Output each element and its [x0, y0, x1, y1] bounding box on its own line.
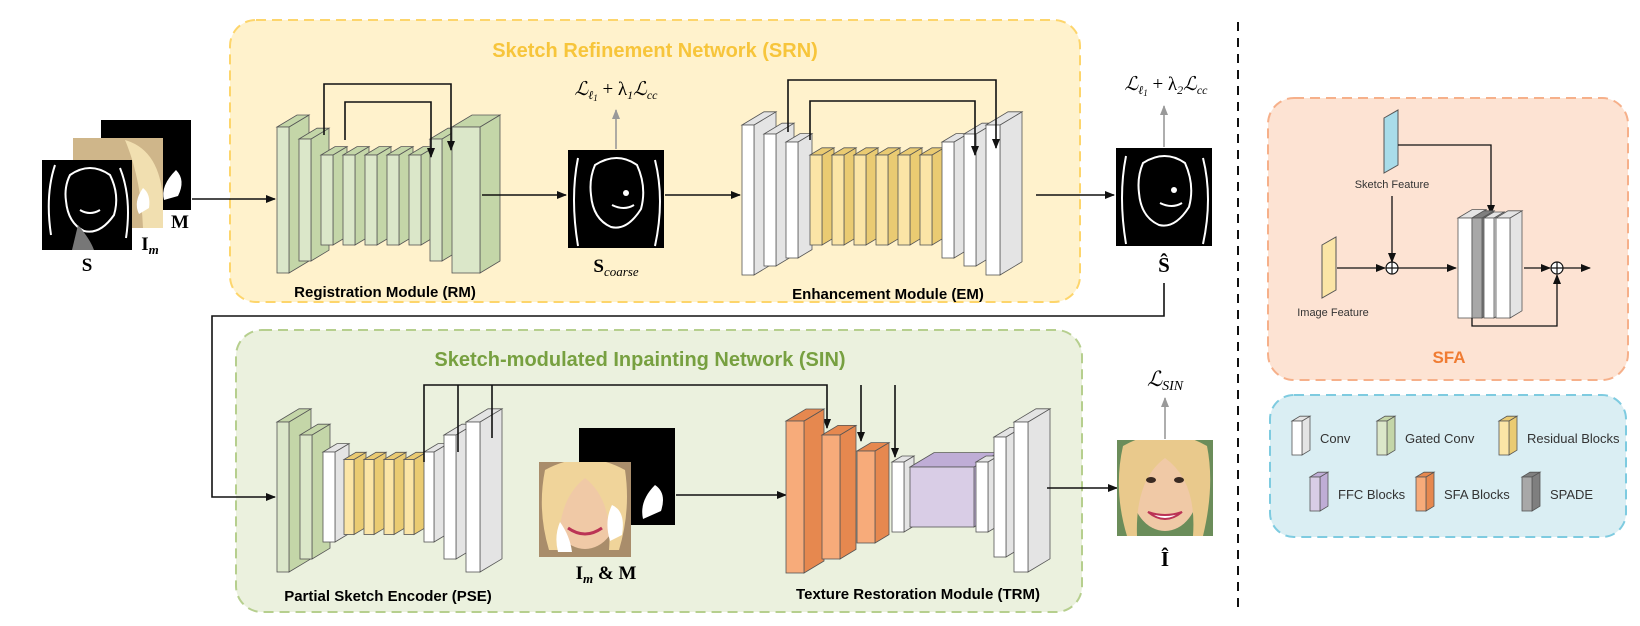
legend-label: SPADE [1550, 487, 1593, 502]
refined-loss: ℒℓ1 + λ2ℒcc [1125, 74, 1209, 98]
legend-panel [1269, 394, 1627, 538]
pse-layer [362, 451, 388, 536]
partial-sketch-encoder [275, 408, 504, 573]
rm-label: Registration Module (RM) [294, 284, 476, 301]
output-image [1117, 440, 1213, 536]
em-layer [830, 147, 858, 246]
im-and-m-label: Im & M [576, 563, 637, 586]
legend-item: SFA Blocks [1414, 471, 1510, 512]
legend-swatch [1497, 415, 1519, 456]
sfa-title: SFA [1432, 348, 1465, 367]
legend-label: Conv [1320, 431, 1351, 446]
srn-title: Sketch Refinement Network (SRN) [492, 40, 818, 62]
legend-label: FFC Blocks [1338, 487, 1406, 502]
pse-trm-skip-3 [491, 385, 895, 457]
legend-item: FFC Blocks [1308, 471, 1406, 512]
legend-swatch [1414, 471, 1436, 512]
masked-input-images [539, 428, 675, 557]
image-feature-block [1321, 236, 1337, 299]
pse-layer [342, 451, 368, 536]
legend-item: Residual Blocks [1497, 415, 1620, 456]
registration-module [275, 114, 502, 274]
sfa-panel [1267, 97, 1629, 381]
rm-skip-outer [323, 83, 455, 151]
refined-sketch-image [1116, 148, 1212, 246]
em-skip-outer [787, 79, 1000, 149]
pse-layer [464, 408, 504, 573]
legend-label: SFA Blocks [1444, 487, 1510, 502]
em-label: Enhancement Module (EM) [792, 286, 984, 303]
input-images: S M Im [42, 120, 191, 276]
image-feature-label: Image Feature [1297, 307, 1369, 319]
legend-item: SPADE [1520, 471, 1593, 512]
input-m-label: M [171, 212, 189, 233]
legend-swatch [1290, 415, 1312, 456]
trm-label: Texture Restoration Module (TRM) [796, 586, 1040, 603]
em-layer [984, 111, 1024, 276]
sfa-conv-layer [1494, 210, 1524, 319]
sketch-feature-label: Sketch Feature [1355, 179, 1430, 191]
texture-restoration-module [784, 408, 1052, 574]
sfa-add-2 [1550, 261, 1564, 275]
input-im-label: Im [141, 234, 159, 257]
shat-to-pse-arrow [211, 283, 1165, 501]
em-layer [852, 147, 880, 246]
rm-layer [450, 114, 502, 274]
trm-layer [855, 441, 891, 544]
em-layer [896, 147, 924, 246]
em-layer [784, 132, 814, 259]
em-skip-inner [809, 100, 979, 156]
em-layer [918, 147, 946, 246]
legend-swatch [1375, 415, 1397, 456]
sfa-add-1 [1385, 261, 1399, 275]
pse-trm-skip-2 [457, 385, 861, 452]
trm-layer [1012, 408, 1052, 573]
pse-label: Partial Sketch Encoder (PSE) [284, 588, 492, 605]
input-s-label: S [82, 255, 93, 276]
pse-trm-skip-1 [423, 384, 831, 462]
sketch-feature-block [1383, 109, 1399, 174]
legend-swatch [1308, 471, 1330, 512]
trm-layer [820, 424, 858, 560]
legend-item: Gated Conv [1375, 415, 1475, 456]
sfa-block-stack [1456, 208, 1524, 319]
legend-swatch [1520, 471, 1542, 512]
legend-label: Residual Blocks [1527, 431, 1620, 446]
i-hat-label: Î [1161, 547, 1169, 571]
s-coarse-label: Scoarse [593, 256, 638, 279]
sin-title: Sketch-modulated Inpainting Network (SIN… [434, 349, 845, 371]
pse-layer [382, 451, 408, 536]
s-hat-label: Ŝ [1158, 253, 1170, 277]
rm-skip-inner [344, 101, 435, 158]
pse-layer [402, 451, 428, 536]
pse-layer [321, 442, 351, 543]
sketch-image [42, 160, 132, 250]
legend-label: Gated Conv [1405, 431, 1475, 446]
enhancement-module [740, 111, 1024, 276]
trm-layer [784, 408, 826, 574]
coarse-loss: ℒℓ1 + λ1ℒcc [575, 79, 659, 103]
em-layer [808, 147, 836, 246]
coarse-sketch-image [568, 150, 664, 248]
em-layer [874, 147, 902, 246]
legend-item: Conv [1290, 415, 1351, 456]
sin-loss: ℒSIN [1147, 367, 1184, 394]
sfa-diagram: Sketch Feature Image Feature [1297, 109, 1591, 327]
